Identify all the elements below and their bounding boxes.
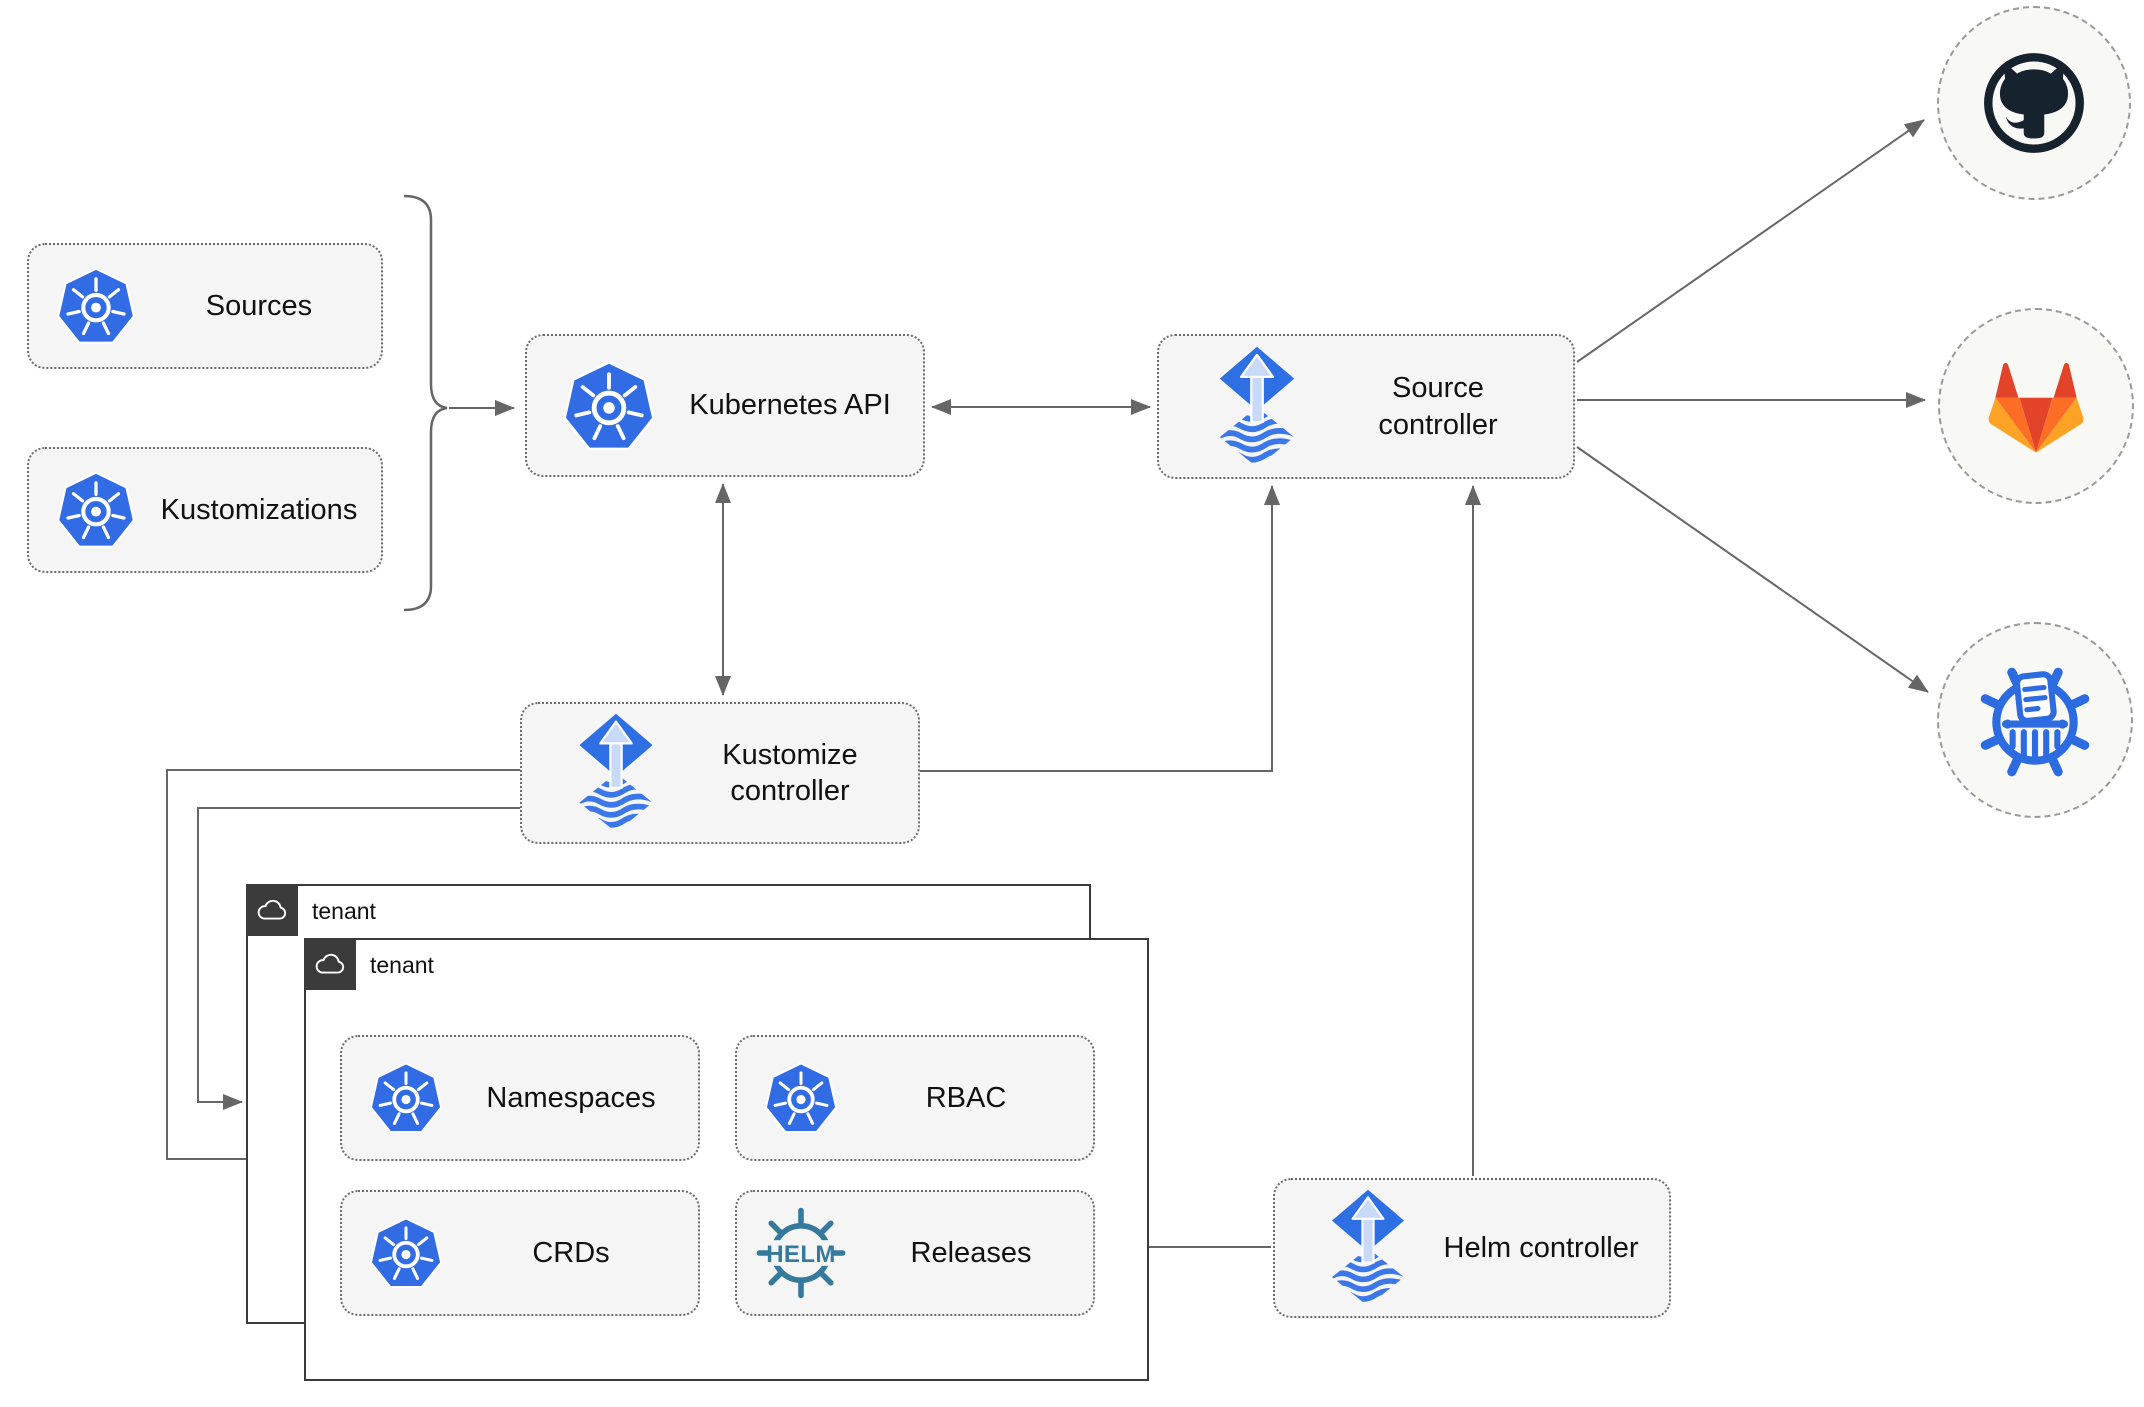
node-namespaces: Namespaces [340,1035,700,1161]
remote-chart-repository [1937,622,2133,818]
node-kubernetes-api: Kubernetes API [525,334,925,477]
edge-kustomize-to-tenant-2 [166,769,520,1167]
flux-icon [1323,1188,1413,1308]
brace-sources-group [403,194,448,612]
edge-kustomize-to-source-controller [920,485,1280,772]
node-source-controller: Source controller [1157,334,1575,479]
node-helm-controller: Helm controller [1273,1178,1671,1318]
node-crds: CRDs [340,1190,700,1316]
node-label: Helm controller [1443,1231,1639,1264]
kubernetes-icon [763,1060,839,1136]
remote-github [1937,6,2131,200]
node-label: Kustomizations [160,493,358,526]
node-releases: Releases [735,1190,1095,1316]
github-icon [1978,47,2090,159]
kubernetes-icon [368,1215,444,1291]
gitlab-icon [1981,356,2091,457]
node-label: Sources [205,289,313,322]
edge-kustomize-to-tenant-1 [197,807,520,1110]
kubernetes-icon [561,358,657,454]
tenant-label: tenant [370,952,434,978]
cloud-icon [255,898,289,923]
node-label: Namespaces [486,1081,656,1114]
node-kustomize-controller: Kustomize controller [520,702,920,844]
node-rbac: RBAC [735,1035,1095,1161]
node-label: Kustomize controller [722,738,858,807]
edge-source-to-github [1576,119,1925,363]
node-sources: Sources [27,243,383,369]
kubernetes-icon [368,1060,444,1136]
node-label: Releases [910,1236,1032,1269]
tenant-label: tenant [312,898,376,924]
kubernetes-icon [55,265,137,347]
helm-icon [753,1205,849,1301]
node-label: CRDs [532,1236,610,1269]
flux-icon [1211,345,1303,469]
node-label: Kubernetes API [689,389,891,422]
flux-icon [570,712,662,834]
cloud-icon [313,952,347,977]
remote-gitlab [1938,308,2134,504]
kubernetes-icon [55,469,137,551]
edge-source-to-chart-repository [1576,446,1929,693]
chart-repository-icon [1974,659,2096,781]
node-label: RBAC [925,1081,1007,1114]
tenant-tab [304,938,356,990]
tenant-tab [246,884,298,936]
node-kustomizations: Kustomizations [27,447,383,573]
node-label: Source controller [1378,372,1498,441]
